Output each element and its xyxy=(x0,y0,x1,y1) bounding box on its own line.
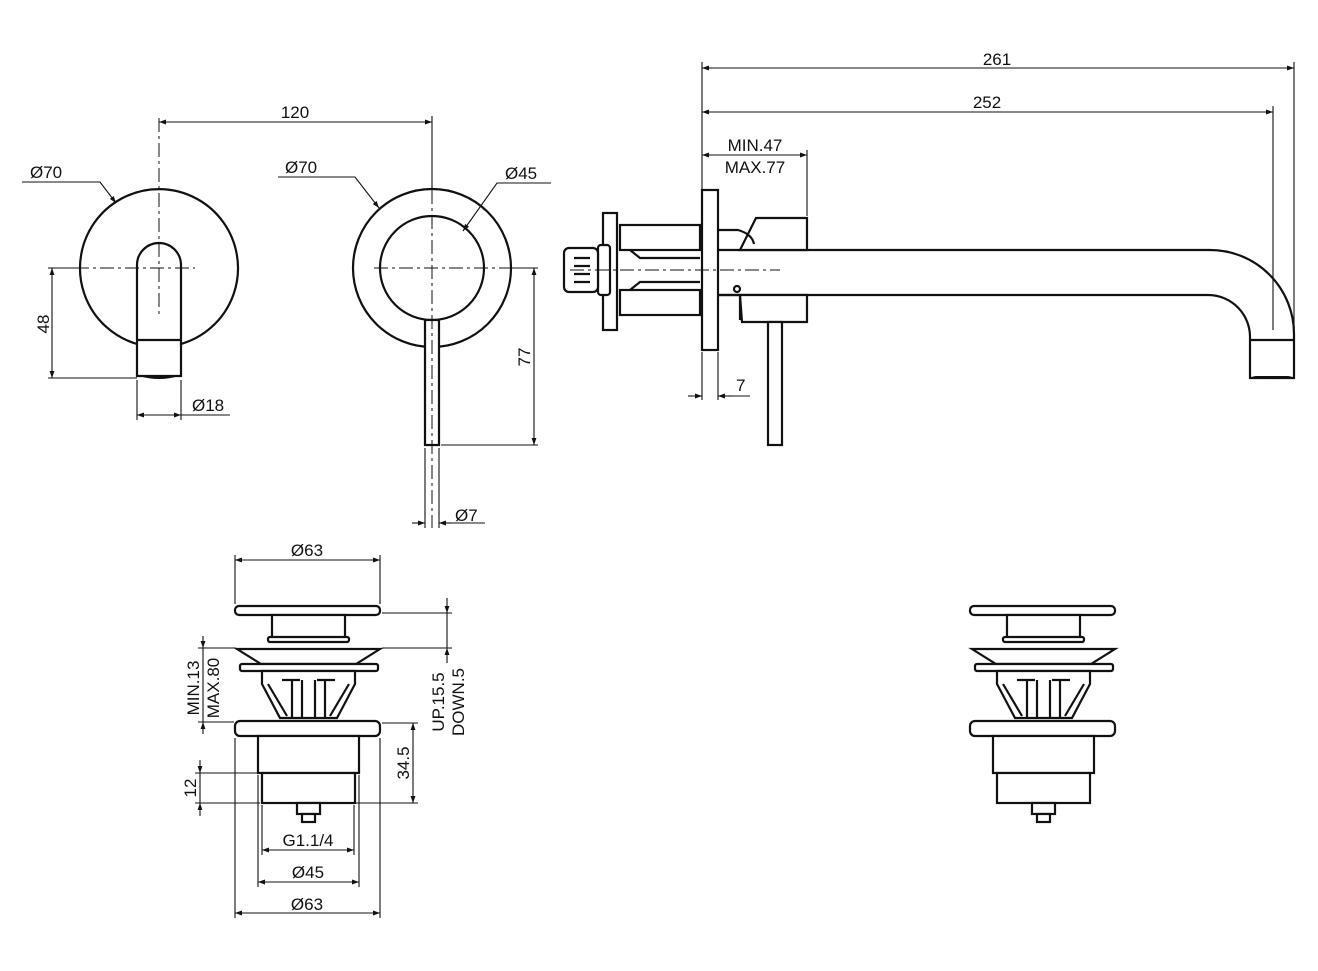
flange-diameter-label: Ø63 xyxy=(291,895,323,914)
center-distance-dimension: 120 xyxy=(159,103,433,190)
spout-front-view: Ø70 48 Ø18 xyxy=(22,118,240,420)
thread-size-label: G1.1/4 xyxy=(282,831,333,850)
mixer-plate-diameter-label: Ø70 xyxy=(285,158,317,177)
wall-depth-min-label: MIN.47 xyxy=(728,136,783,155)
lever-diameter-label: Ø7 xyxy=(455,506,478,525)
side-view: 261 252 MIN.47 MAX.77 7 xyxy=(562,50,1296,447)
waste-plain-view xyxy=(968,604,1117,824)
body-diameter-label: Ø45 xyxy=(292,863,324,882)
spout-pipe xyxy=(718,248,1296,380)
spout-plate-diameter-label: Ø70 xyxy=(30,163,62,182)
spout-projection-label: 252 xyxy=(973,93,1001,112)
wall-depth-max-label: MAX.77 xyxy=(725,158,785,177)
thickness-min-label: MIN.13 xyxy=(184,661,203,716)
center-distance-label: 120 xyxy=(281,103,309,122)
overall-length-label: 261 xyxy=(983,50,1011,69)
spout-wall-plate xyxy=(78,188,240,346)
lever-height-label: 77 xyxy=(515,348,534,367)
side-lever xyxy=(766,320,784,447)
spout-diameter-label: Ø18 xyxy=(192,396,224,415)
stroke-down-label: DOWN.5 xyxy=(449,668,468,736)
waste-dimensioned-view: Ø63 MIN.13 MAX.80 UP.15.5 DOWN.5 34.5 12 xyxy=(181,541,468,918)
spout-height-label: 48 xyxy=(34,315,53,334)
mixer-knob-diameter-label: Ø45 xyxy=(505,164,537,183)
stroke-up-label: UP.15.5 xyxy=(429,672,448,731)
mixer-front-view: Ø70 Ø45 77 Ø7 xyxy=(278,158,551,528)
thread-length-label: 12 xyxy=(181,779,200,798)
plate-thickness-label: 7 xyxy=(736,376,745,395)
spout-body xyxy=(135,241,183,378)
thickness-max-label: MAX.80 xyxy=(204,658,223,718)
body-height-label: 34.5 xyxy=(394,746,413,779)
cap-diameter-label: Ø63 xyxy=(291,541,323,560)
